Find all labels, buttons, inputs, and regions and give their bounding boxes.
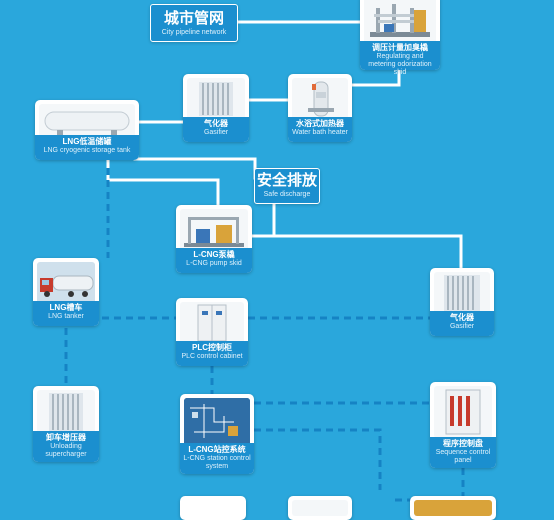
water-bath-heater-title: 水浴式加热器 (296, 119, 344, 128)
line-tank-to-discharge (133, 157, 257, 180)
water-bath-heater-icon (292, 78, 348, 120)
gasifier-icon (37, 390, 95, 434)
dash-station-to-panel-low (254, 428, 382, 490)
gasifier-icon (187, 78, 245, 120)
line-pump-to-gasifier-right (250, 234, 463, 272)
safe-discharge-subtitle: Safe discharge (263, 191, 311, 198)
regulating-skid-card: 调压计量加臭橇 Regulating and metering odorizat… (360, 0, 440, 76)
plc-cabinet-title: PLC控制柜 (192, 343, 232, 352)
line-tank-to-pump (106, 158, 220, 207)
gasifier-top-subtitle: Gasifier (203, 129, 229, 136)
safe-discharge-tag: 安全排放 Safe discharge (254, 168, 320, 204)
lng-tanker-title: LNG槽车 (49, 303, 83, 312)
gasifier-right-subtitle: Gasifier (449, 323, 475, 330)
regulating-skid-subtitle: Regulating and metering odorization skid (368, 53, 432, 76)
storage-tank-title: LNG低温储罐 (62, 137, 112, 146)
bottom-card-left (180, 496, 246, 520)
gasifier-right-title: 气化器 (450, 313, 474, 322)
unloading-supercharger-title: 卸车增压器 (46, 433, 86, 442)
sequence-panel-icon (434, 386, 492, 438)
station-control-title: L-CNG站控系统 (188, 445, 246, 454)
regulating-skid-title: 调压计量加臭橇 (372, 43, 428, 52)
control-cabinet-icon (180, 302, 244, 344)
station-control-subtitle: L-CNG station control system (183, 455, 251, 470)
storage-tank-subtitle: LNG cryogenic storage tank (43, 147, 131, 154)
gasifier-top-title: 气化器 (204, 119, 228, 128)
safe-discharge-title: 安全排放 (256, 172, 317, 189)
city-pipeline-tag: 城市管网 City pipeline network (150, 4, 238, 42)
pump-skid-title: L-CNG泵橇 (193, 250, 235, 259)
water-bath-heater-subtitle: Water bath heater (292, 129, 348, 136)
storage-tank-card: LNG低温储罐 LNG cryogenic storage tank (35, 100, 139, 160)
city-pipeline-subtitle: City pipeline network (161, 29, 227, 36)
plc-cabinet-subtitle: PLC control cabinet (181, 353, 243, 360)
station-control-card: L-CNG站控系统 L-CNG station control system (180, 394, 254, 474)
regulating-skid-icon (364, 0, 436, 44)
pump-skid-icon (180, 209, 248, 251)
sequence-panel-card: 程序控制盘 Sequence control panel (430, 382, 496, 468)
bottom-equipment-icon (414, 500, 492, 516)
city-pipeline-title: 城市管网 (163, 10, 224, 27)
lng-tanker-subtitle: LNG tanker (48, 313, 84, 320)
pump-skid-subtitle: L-CNG pump skid (186, 260, 242, 267)
pump-skid-card: L-CNG泵橇 L-CNG pump skid (176, 205, 252, 273)
gasifier-top-card: 气化器 Gasifier (183, 74, 249, 142)
plc-cabinet-card: PLC控制柜 PLC control cabinet (176, 298, 248, 366)
gasifier-icon (434, 272, 490, 314)
lng-tanker-card: LNG槽车 LNG tanker (33, 258, 99, 326)
sequence-panel-title: 程序控制盘 (443, 439, 483, 448)
unloading-supercharger-card: 卸车增压器 Unloading supercharger (33, 386, 99, 462)
sequence-panel-subtitle: Sequence control panel (435, 449, 491, 464)
storage-tank-icon (39, 104, 135, 138)
bottom-equipment-icon (292, 500, 348, 516)
tanker-truck-icon (37, 262, 95, 304)
water-bath-heater-card: 水浴式加热器 Water bath heater (288, 74, 352, 142)
scada-screen-icon (184, 398, 250, 446)
bottom-card-right (410, 496, 496, 520)
bottom-card-middle (288, 496, 352, 520)
gasifier-right-card: 气化器 Gasifier (430, 268, 494, 336)
line-skid-to-heater (350, 68, 401, 87)
unloading-supercharger-subtitle: Unloading supercharger (45, 443, 87, 458)
